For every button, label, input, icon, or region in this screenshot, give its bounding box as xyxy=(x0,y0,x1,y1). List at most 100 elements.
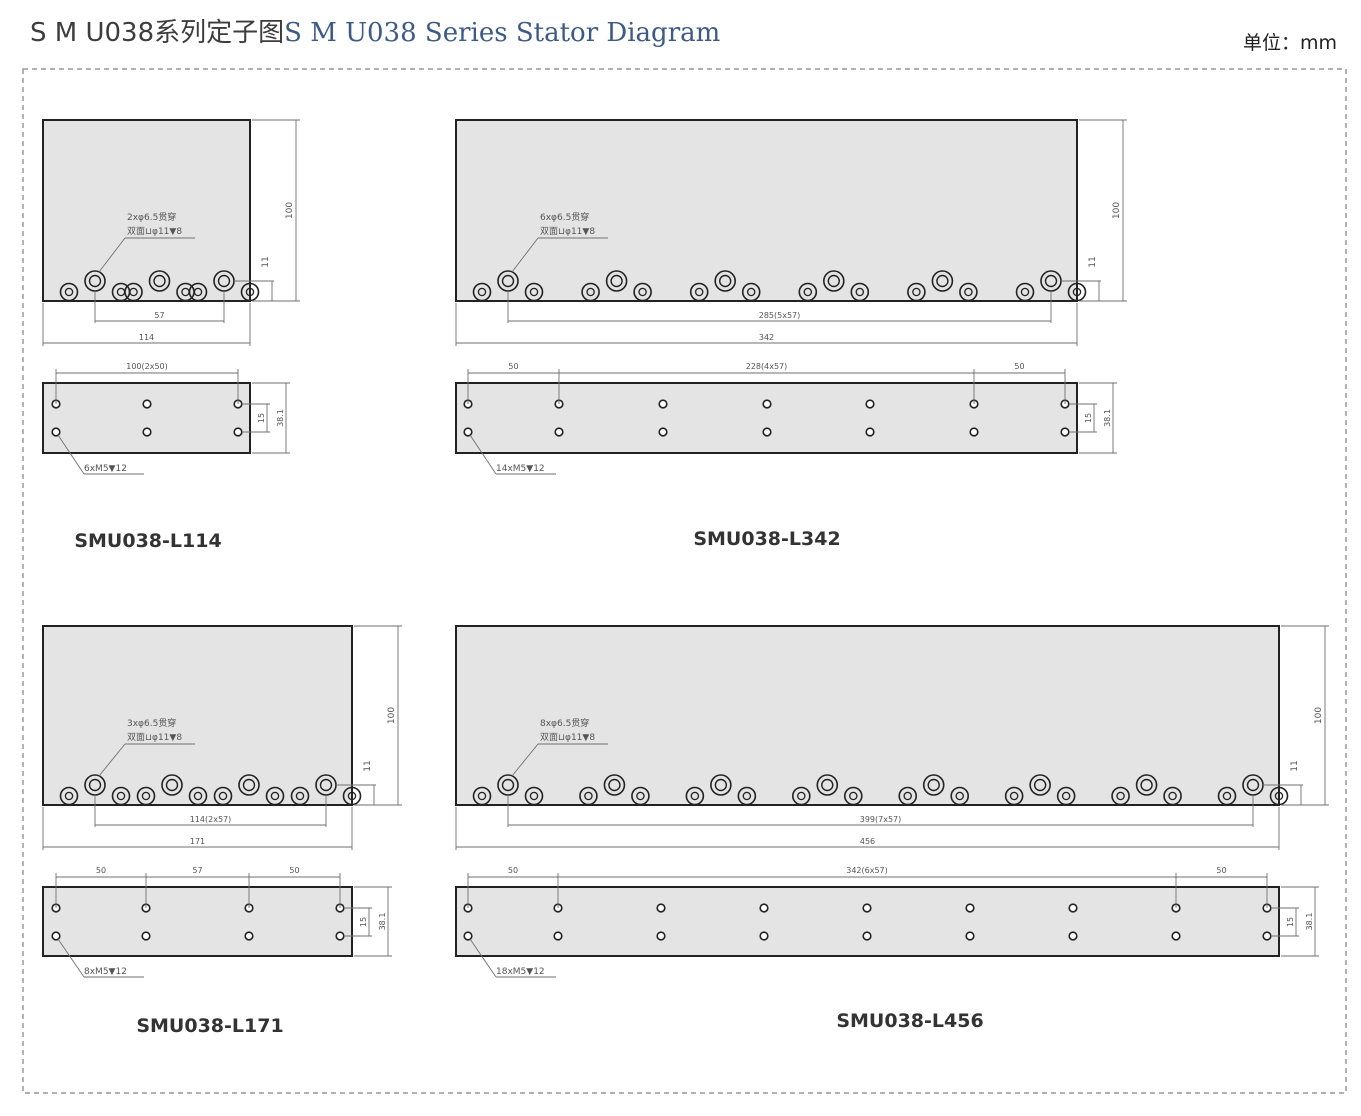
tapped-hole xyxy=(762,399,772,409)
counterbore-hole xyxy=(238,774,260,796)
overall-length-label: 456 xyxy=(860,837,875,846)
hole-spacing-label: 50 xyxy=(96,866,106,875)
tapped-hole xyxy=(1262,931,1272,941)
tapped-hole xyxy=(335,931,345,941)
counterbore-hole-inner xyxy=(88,274,102,288)
front-view-plate xyxy=(455,119,1078,302)
tap-callout-label: 8xM5▼12 xyxy=(84,967,127,977)
small-hole-inner xyxy=(295,791,305,801)
counterbore-hole xyxy=(710,774,732,796)
small-hole xyxy=(188,786,208,806)
small-hole-inner xyxy=(1168,791,1177,801)
bottom-view-plate xyxy=(455,886,1280,957)
width-dimension-label: 38.1 xyxy=(1103,409,1112,427)
tapped-hole xyxy=(51,427,61,437)
model-name: SMU038-L342 xyxy=(693,528,840,550)
tap-callout-label: 14xM5▼12 xyxy=(496,464,545,474)
counterbore-hole-inner xyxy=(319,778,333,792)
small-hole-inner xyxy=(245,287,255,297)
tapped-hole xyxy=(1171,931,1181,941)
small-hole-inner xyxy=(584,791,593,801)
tapped-hole xyxy=(233,427,243,437)
callout-leader xyxy=(511,743,539,777)
hole-callout-line2: 双面⊔φ11▼8 xyxy=(127,732,182,743)
callout-leader xyxy=(98,237,126,273)
counterbore-hole xyxy=(161,774,183,796)
small-hole-inner xyxy=(742,791,752,801)
small-hole xyxy=(850,282,870,302)
callout-leader xyxy=(511,237,539,273)
hole-pitch-label: 57 xyxy=(154,311,164,320)
bottom-view-plate xyxy=(42,886,353,957)
hole-pitch-label: 114(2x57) xyxy=(190,815,232,824)
small-hole xyxy=(136,786,156,806)
tapped-hole xyxy=(244,931,254,941)
tapped-hole xyxy=(965,903,975,913)
hole-callout-line1: 2xφ6.5贯穿 xyxy=(127,211,176,223)
small-hole-inner xyxy=(64,791,74,801)
small-hole xyxy=(59,786,79,806)
small-hole-inner xyxy=(1061,791,1071,801)
small-hole xyxy=(1004,786,1024,806)
counterbore-hole xyxy=(931,270,954,292)
counterbore-hole-inner xyxy=(827,274,840,288)
small-hole-inner xyxy=(912,287,921,297)
counterbore-hole-inner xyxy=(165,778,179,792)
tapped-hole xyxy=(656,903,666,913)
tapped-hole xyxy=(865,399,875,409)
small-hole xyxy=(689,282,709,302)
small-hole-inner xyxy=(529,287,539,297)
counterbore-hole-inner xyxy=(153,274,166,288)
counterbore-hole-inner xyxy=(821,778,834,792)
small-hole xyxy=(959,282,978,302)
hole-pitch-label: 399(7x57) xyxy=(860,815,902,824)
tapped-hole xyxy=(759,931,769,941)
small-hole xyxy=(472,786,492,806)
small-hole-inner xyxy=(1009,791,1019,801)
hole-callout-line1: 6xφ6.5贯穿 xyxy=(540,211,589,223)
model-name: SMU038-L171 xyxy=(136,1015,283,1037)
hole-height-dimension-label: 11 xyxy=(1088,256,1098,267)
tapped-hole xyxy=(658,427,668,437)
tapped-hole xyxy=(658,399,668,409)
overall-length-label: 114 xyxy=(139,333,154,342)
drawing-frame xyxy=(22,68,1347,1094)
small-hole xyxy=(524,282,544,302)
tapped-hole xyxy=(1060,427,1070,437)
overall-length-label: 171 xyxy=(190,837,205,846)
small-hole-inner xyxy=(270,791,280,801)
counterbore-hole xyxy=(714,270,737,292)
small-hole-inner xyxy=(116,791,126,801)
hole-height-dimension-label: 11 xyxy=(363,760,373,771)
width-dimension-label: 38.1 xyxy=(378,913,387,931)
small-hole-inner xyxy=(64,287,74,297)
counterbore-hole-inner xyxy=(610,274,623,288)
counterbore-hole-inner xyxy=(714,778,728,792)
counterbore-hole xyxy=(603,774,626,796)
counterbore-hole xyxy=(1029,774,1051,796)
title-chinese: S M U038系列定子图 xyxy=(30,18,285,48)
hole-spacing-label: 57 xyxy=(192,866,202,875)
counterbore-hole-inner xyxy=(501,778,515,792)
small-hole-inner xyxy=(193,791,203,801)
hole-spacing-label: 342(6x57) xyxy=(846,866,888,875)
small-hole-inner xyxy=(347,791,357,801)
small-hole-inner xyxy=(694,287,704,297)
small-hole xyxy=(1056,786,1076,806)
tapped-hole xyxy=(862,903,872,913)
small-hole xyxy=(124,282,143,302)
small-hole-inner xyxy=(1222,791,1232,801)
small-hole xyxy=(791,786,811,806)
small-hole xyxy=(737,786,757,806)
tapped-hole xyxy=(463,931,473,941)
counterbore-hole xyxy=(816,774,839,796)
counterbore-hole-inner xyxy=(1140,778,1153,792)
height-dimension-label: 100 xyxy=(1112,202,1122,219)
tapped-hole xyxy=(463,427,473,437)
small-hole xyxy=(741,282,761,302)
small-hole-inner xyxy=(636,791,645,801)
small-hole xyxy=(1163,786,1182,806)
small-hole-inner xyxy=(129,287,138,297)
